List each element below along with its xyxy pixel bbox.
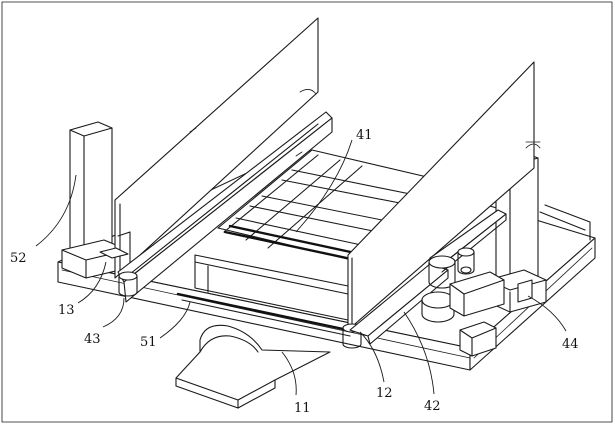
leader-42 [403, 311, 435, 395]
leader-12 [359, 331, 385, 383]
leader-43 [102, 297, 125, 328]
label-11: 11 [294, 401, 311, 416]
leader-41 [295, 139, 353, 233]
leader-44 [527, 295, 567, 332]
label-12: 12 [376, 386, 393, 401]
label-51: 51 [140, 335, 157, 350]
reference-labels: 41 52 13 43 51 11 12 42 44 [10, 128, 579, 416]
leader-52 [35, 174, 77, 247]
label-13: 13 [58, 303, 75, 318]
label-44: 44 [562, 337, 579, 352]
leader-51 [159, 301, 191, 339]
part-13-left-wall [99, 17, 333, 303]
part-51-inner-box [176, 254, 351, 337]
part-42-linkage [349, 209, 507, 357]
leader-13 [77, 261, 107, 304]
label-41: 41 [356, 128, 373, 143]
label-42: 42 [424, 399, 441, 414]
leader-11 [281, 351, 297, 396]
leader-lines [35, 139, 567, 396]
label-43: 43 [84, 332, 101, 347]
label-52: 52 [10, 251, 27, 266]
part-11-tab [175, 324, 331, 409]
